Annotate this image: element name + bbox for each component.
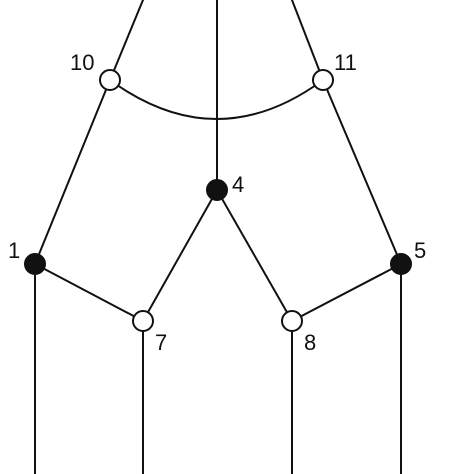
node-label-5: 5 (414, 238, 426, 263)
node-label-4: 4 (232, 172, 244, 197)
node-label-10: 10 (70, 50, 94, 75)
node-7 (132, 310, 154, 332)
node-label-7: 7 (155, 330, 167, 355)
node-label-1: 1 (8, 238, 20, 263)
node-10 (99, 69, 121, 91)
edge-11-top (291, 0, 324, 81)
edge-4-8 (216, 189, 293, 322)
node-5 (390, 253, 412, 275)
edge-11-5 (322, 79, 402, 265)
node-8 (281, 310, 303, 332)
node-11 (312, 69, 334, 91)
node-4 (206, 179, 228, 201)
edge-10-11-curve (109, 79, 324, 120)
edge-1-7 (34, 263, 144, 322)
node-label-11: 11 (334, 50, 357, 75)
edge-5-8 (291, 263, 402, 322)
edge-10-1 (34, 79, 111, 265)
edge-4-7 (142, 189, 218, 322)
node-1 (24, 253, 46, 275)
node-label-8: 8 (304, 330, 316, 355)
edge-10-top (109, 0, 144, 81)
